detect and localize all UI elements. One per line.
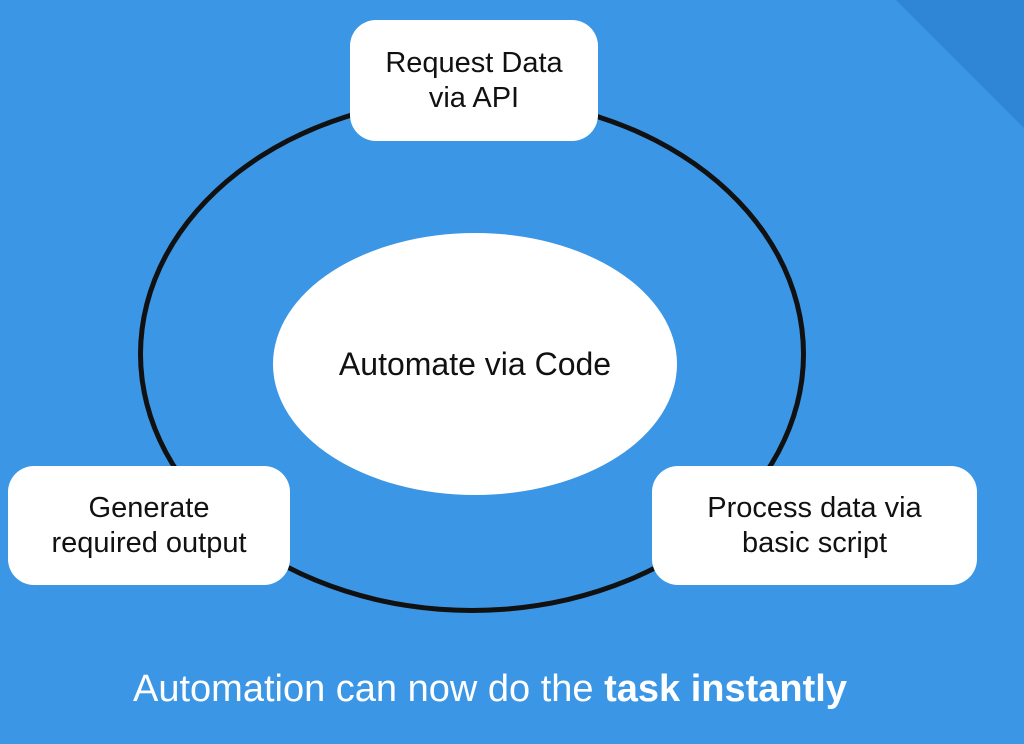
caption-emphasis: task instantly xyxy=(604,668,847,710)
node-request-data-label: Request Data via API xyxy=(385,46,563,114)
caption-prefix: Automation can now do the xyxy=(133,668,605,710)
node-generate-output-label: Generate required output xyxy=(51,491,247,559)
caption: Automation can now do the task instantly xyxy=(0,668,980,711)
node-process-data-label: Process data via basic script xyxy=(707,491,922,559)
center-label: Automate via Code xyxy=(338,345,612,382)
node-generate-output: Generate required output xyxy=(8,466,290,585)
center-oval: Automate via Code xyxy=(273,233,677,495)
corner-accent xyxy=(896,0,1024,128)
node-request-data: Request Data via API xyxy=(350,20,598,141)
node-process-data: Process data via basic script xyxy=(652,466,977,585)
